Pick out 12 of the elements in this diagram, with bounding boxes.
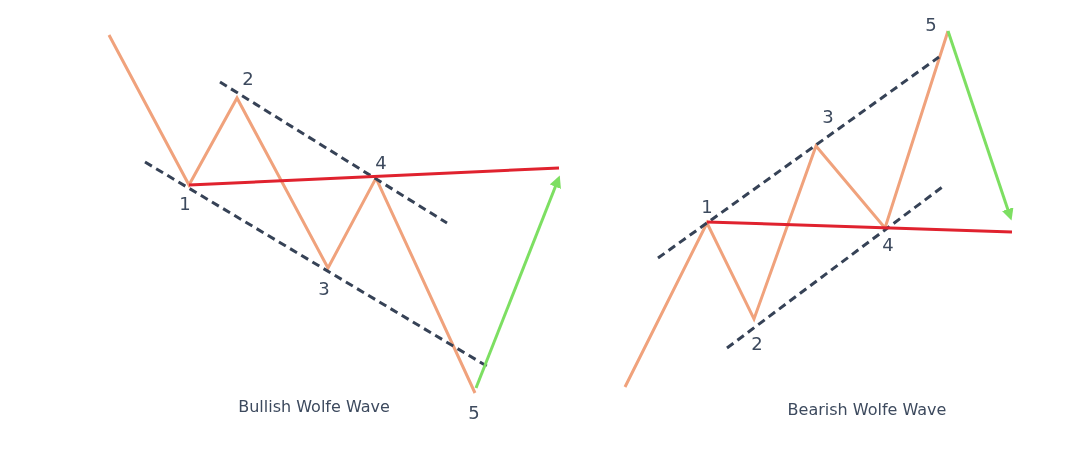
point-label: 3	[822, 108, 834, 126]
point-label: 2	[751, 335, 763, 353]
point-label: 5	[468, 404, 480, 422]
chart-caption: Bearish Wolfe Wave	[787, 402, 947, 418]
point-label: 1	[701, 198, 713, 216]
chart-caption: Bullish Wolfe Wave	[238, 399, 390, 415]
point-label: 1	[179, 195, 191, 213]
point-label: 5	[925, 16, 937, 34]
point-label: 3	[318, 280, 330, 298]
point-label: 2	[242, 70, 254, 88]
point-label: 4	[882, 236, 894, 254]
point-label: 4	[375, 154, 387, 172]
